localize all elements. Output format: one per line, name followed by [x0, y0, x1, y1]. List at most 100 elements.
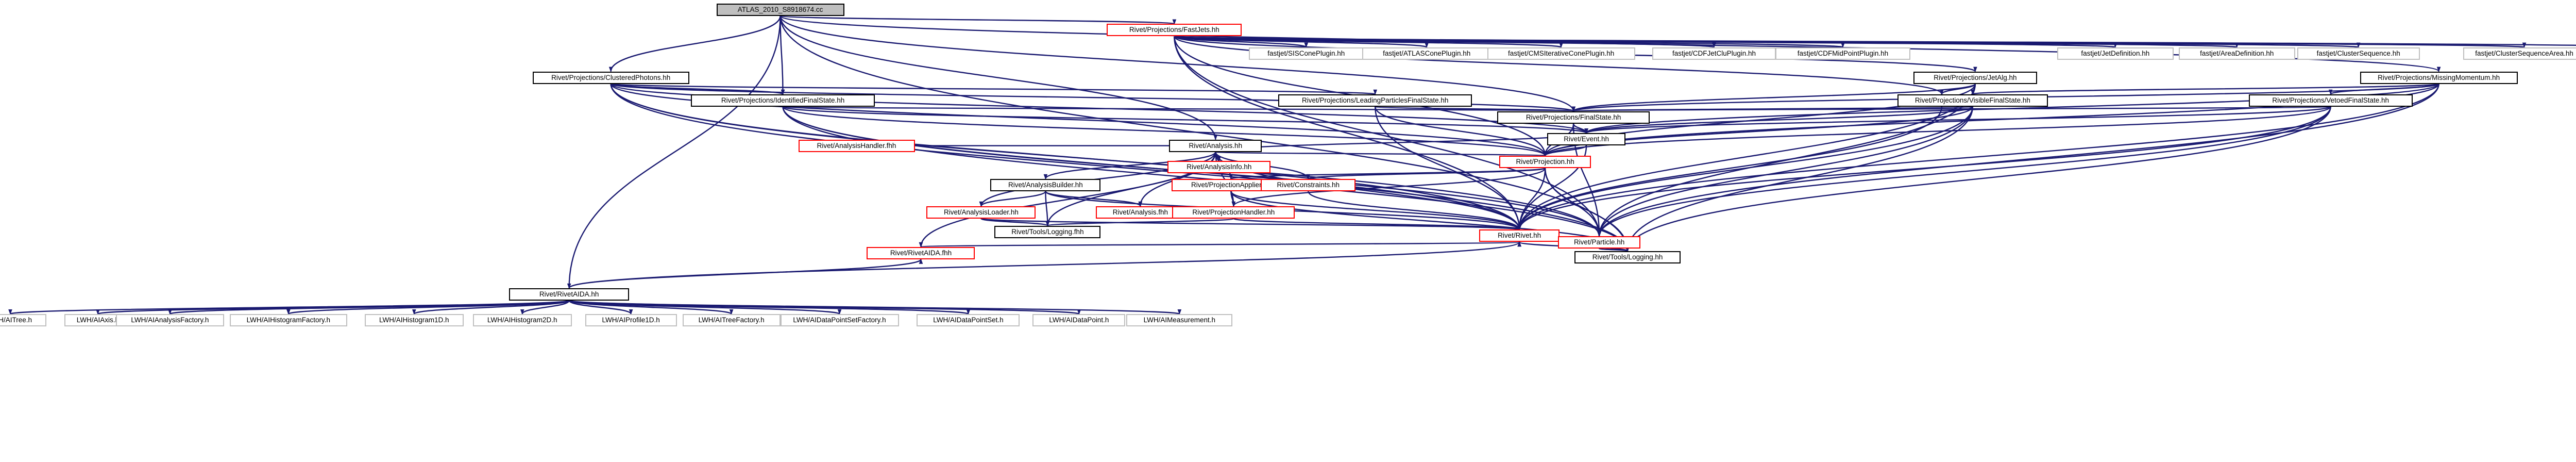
- node-particle[interactable]: Rivet/Particle.hh: [1558, 236, 1641, 249]
- edge-analysisbuilder-analysisloader: [980, 191, 1046, 207]
- node-clusterseqarea[interactable]: fastjet/ClusterSequenceArea.hh: [2463, 47, 2576, 60]
- edge-visible-rivethh: [1518, 106, 1974, 230]
- node-event[interactable]: Rivet/Event.hh: [1547, 133, 1626, 145]
- edge-leading-finalstate: [1375, 106, 1574, 112]
- edge-identified-logginghh: [782, 106, 1629, 251]
- node-imeasurement[interactable]: LWH/AIMeasurement.h: [1126, 314, 1233, 326]
- node-cdfmid[interactable]: fastjet/CDFMidPointPlugin.hh: [1775, 47, 1910, 60]
- node-idpsfactory[interactable]: LWH/AIDataPointSetFactory.h: [780, 314, 899, 326]
- edge-fastjets-particle: [1174, 36, 1600, 236]
- node-iprofile1d[interactable]: LWH/AIProfile1D.h: [585, 314, 677, 326]
- arrowhead-rivetaida-ihist1d: [412, 309, 416, 315]
- node-fastjets[interactable]: Rivet/Projections/FastJets.hh: [1107, 24, 1242, 37]
- edge-identified-event: [782, 106, 1587, 134]
- node-ihist2d[interactable]: LWH/AIHistogram2D.h: [472, 314, 572, 326]
- node-visible[interactable]: Rivet/Projections/VisibleFinalState.hh: [1897, 94, 2048, 107]
- edge-rivethh-rivetaidafhh: [920, 241, 1520, 248]
- arrowhead-projhandler-loggingfhh: [1045, 221, 1050, 227]
- edge-root-rivetaida: [568, 15, 781, 288]
- node-atlascone[interactable]: fastjet/ATLASConePlugin.hh: [1362, 47, 1492, 60]
- edge-clustered-finalstate: [610, 83, 1574, 112]
- edge-analysis-analysisbuilder: [1045, 151, 1216, 179]
- edge-root-identified: [779, 15, 784, 94]
- arrowhead-rivetaida-iaxis: [96, 309, 100, 315]
- node-missingmom[interactable]: Rivet/Projections/MissingMomentum.hh: [2360, 71, 2518, 84]
- arrowhead-rivetaida-ihistfactory: [286, 309, 291, 315]
- node-constraints[interactable]: Rivet/Constraints.hh: [1261, 178, 1356, 191]
- node-jetdef[interactable]: fastjet/JetDefinition.hh: [2057, 47, 2174, 60]
- edge-event-projection: [1544, 145, 1587, 156]
- node-loggingfhh[interactable]: Rivet/Tools/Logging.fhh: [994, 225, 1101, 238]
- node-analysisbuilder[interactable]: Rivet/AnalysisBuilder.hh: [990, 178, 1101, 191]
- edge-rivetaida-ihistfactory: [287, 300, 570, 315]
- arrowhead-projection-constraints: [1306, 174, 1311, 180]
- arrowhead-rivetaida-rivethh: [1517, 241, 1521, 247]
- arrowhead-rivetaida-ihist2d: [520, 309, 524, 315]
- node-analysisloader[interactable]: Rivet/AnalysisLoader.hh: [926, 206, 1036, 219]
- node-analysis[interactable]: Rivet/Analysis.hh: [1169, 139, 1262, 152]
- edge-root-fastjets: [779, 15, 1175, 25]
- node-itreefactory[interactable]: LWH/AITreeFactory.h: [682, 314, 781, 326]
- edge-projection-rivethh: [1518, 168, 1546, 230]
- edge-fastjets-jet: [1174, 36, 1943, 95]
- edge-jetalg-finalstate: [1572, 83, 1976, 112]
- edge-vetoed-projection: [1544, 106, 2331, 157]
- node-finalstate[interactable]: Rivet/Projections/FinalState.hh: [1497, 111, 1650, 124]
- node-rivethh[interactable]: Rivet/Rivet.hh: [1479, 229, 1560, 242]
- edge-analysis-projection: [1215, 151, 1546, 157]
- arrowhead-rivetaida-itree: [8, 309, 12, 315]
- edge-missingmom-visible: [1972, 83, 2439, 95]
- node-identified[interactable]: Rivet/Projections/IdentifiedFinalState.h…: [691, 94, 875, 107]
- edge-vetoed-rivethh: [1518, 106, 2331, 230]
- node-idps[interactable]: LWH/AIDataPointSet.h: [917, 314, 1020, 326]
- arrowhead-fastjets-jetalg: [1973, 67, 1977, 72]
- edge-projection-particle: [1544, 168, 1600, 236]
- node-ihist1d[interactable]: LWH/AIHistogram1D.h: [364, 314, 464, 326]
- edge-constraints-rivethh: [1308, 191, 1520, 230]
- node-rivetaidafhh[interactable]: Rivet/RivetAIDA.fhh: [867, 246, 975, 259]
- node-logginghh[interactable]: Rivet/Tools/Logging.hh: [1574, 251, 1681, 263]
- node-ihistfactory[interactable]: LWH/AIHistogramFactory.h: [229, 314, 347, 326]
- node-ianalysisfactory[interactable]: LWH/AIAnalysisFactory.h: [115, 314, 224, 326]
- node-itree[interactable]: LWH/AITree.h: [0, 314, 46, 326]
- edge-root-clustered: [610, 15, 781, 72]
- edge-visible-projection: [1544, 106, 1974, 156]
- node-root[interactable]: ATLAS_2010_S8918674.cc: [716, 3, 844, 16]
- node-jetalg[interactable]: Rivet/Projections/JetAlg.hh: [1913, 71, 2037, 84]
- node-projection[interactable]: Rivet/Projection.hh: [1499, 156, 1591, 169]
- arrowhead-clustered-leading: [1373, 89, 1378, 95]
- edge-rivetaida-imeasurement: [568, 300, 1180, 315]
- arrowhead-rivethh-rivetaidafhh: [919, 242, 923, 248]
- edge-vetoed-logginghh: [1626, 106, 2331, 251]
- node-idp[interactable]: LWH/AIDataPoint.h: [1032, 314, 1126, 326]
- node-areadef[interactable]: fastjet/AreaDefinition.hh: [2178, 47, 2295, 60]
- arrowhead-analysisbuilder-analysisloader: [979, 201, 984, 207]
- edge-leading-rivethh: [1375, 106, 1520, 230]
- node-vetoed[interactable]: Rivet/Projections/VetoedFinalState.hh: [2248, 94, 2413, 107]
- edge-root-finalstate: [779, 15, 1574, 111]
- node-analysishandler[interactable]: Rivet/AnalysisHandler.fhh: [798, 139, 915, 152]
- arrowhead-projection-projapplier: [1229, 174, 1233, 180]
- node-clustered[interactable]: Rivet/Projections/ClusteredPhotons.hh: [532, 71, 689, 84]
- edge-analysisloader-loggingfhh: [980, 218, 1048, 227]
- node-cmscone[interactable]: fastjet/CMSIterativeConePlugin.hh: [1487, 47, 1635, 60]
- arrowhead-finalstate-event: [1584, 128, 1588, 134]
- edge-rivetaida-iprofile1d: [568, 300, 632, 315]
- node-projhandler[interactable]: Rivet/ProjectionHandler.hh: [1172, 206, 1295, 219]
- arrowhead-projapplier-projhandler: [1231, 201, 1236, 207]
- edge-identified-finalstate: [782, 106, 1574, 112]
- node-sis[interactable]: fastjet/SISConePlugin.hh: [1248, 47, 1364, 60]
- edge-fastjets-rivethh: [1174, 36, 1520, 230]
- edge-visible-particle: [1598, 106, 1974, 236]
- arrowhead-vetoed-finalstate: [1571, 106, 1575, 112]
- node-cdfjet[interactable]: fastjet/CDFJetCluPlugin.hh: [1652, 47, 1776, 60]
- node-rivetaida[interactable]: Rivet/RivetAIDA.hh: [509, 288, 630, 301]
- edge-vetoed-finalstate: [1572, 106, 2331, 112]
- node-leading[interactable]: Rivet/Projections/LeadingParticlesFinalS…: [1278, 94, 1472, 107]
- arrowhead-rivetaida-itreefactory: [729, 309, 734, 315]
- node-analysisfhh[interactable]: Rivet/Analysis.fhh: [1096, 206, 1185, 219]
- node-analysisinfo[interactable]: Rivet/AnalysisInfo.hh: [1167, 160, 1271, 173]
- node-clusterseq[interactable]: fastjet/ClusterSequence.hh: [2297, 47, 2420, 60]
- edge-rivetaida-ianalysisfactory: [169, 300, 570, 315]
